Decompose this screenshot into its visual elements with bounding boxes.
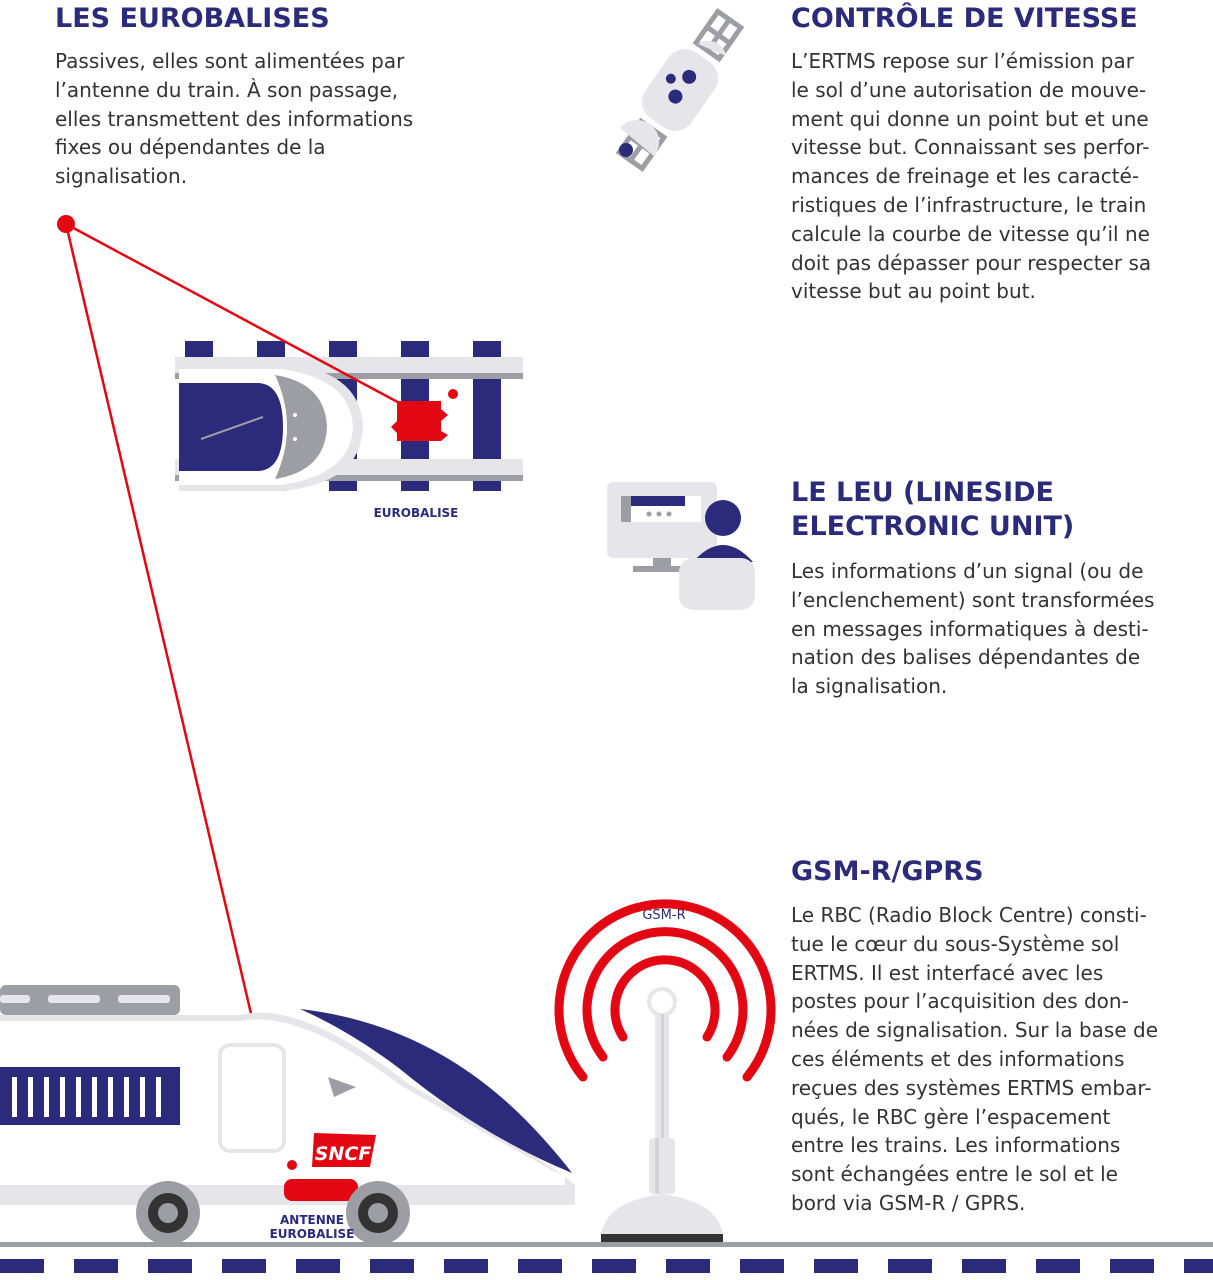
leu-title: LE LEU (LINESIDE ELECTRONIC UNIT) xyxy=(791,477,1075,542)
gsmr-description: Le RBC (Radio Block Centre) consti- tue … xyxy=(791,903,1158,1215)
gsmr-title: GSM-R/GPRS xyxy=(791,856,984,887)
antenna-eurobalise xyxy=(284,1179,358,1201)
controle-vitesse-description: L’ERTMS repose sur l’émission par le sol… xyxy=(791,49,1152,304)
train: SNCF xyxy=(0,985,575,1245)
computer-operator-icon xyxy=(607,482,755,610)
satellite-icon xyxy=(615,8,745,172)
eurobalises-title: LES EUROBALISES xyxy=(55,3,330,34)
sncf-logo: SNCF xyxy=(312,1133,376,1167)
connector-origin-dot xyxy=(57,215,75,233)
antenne-label: ANTENNE EUROBALISE xyxy=(269,1213,355,1241)
svg-text:SNCF: SNCF xyxy=(315,1143,372,1165)
track-with-eurobalise xyxy=(175,341,523,491)
radio-waves-icon xyxy=(554,899,776,1082)
eurobalise-label: EUROBALISE xyxy=(373,506,459,520)
bottom-rail xyxy=(0,1242,1213,1273)
controle-vitesse-title: CONTRÔLE DE VITESSE xyxy=(791,3,1138,34)
antenna-mast-icon xyxy=(601,987,723,1242)
eurobalise-beacon xyxy=(391,401,448,441)
leu-description: Les informations d’un signal (ou de l’en… xyxy=(791,559,1155,699)
eurobalises-description: Passives, elles sont alimentées par l’an… xyxy=(55,49,414,189)
gsm-r-label: GSM-R xyxy=(642,908,686,923)
